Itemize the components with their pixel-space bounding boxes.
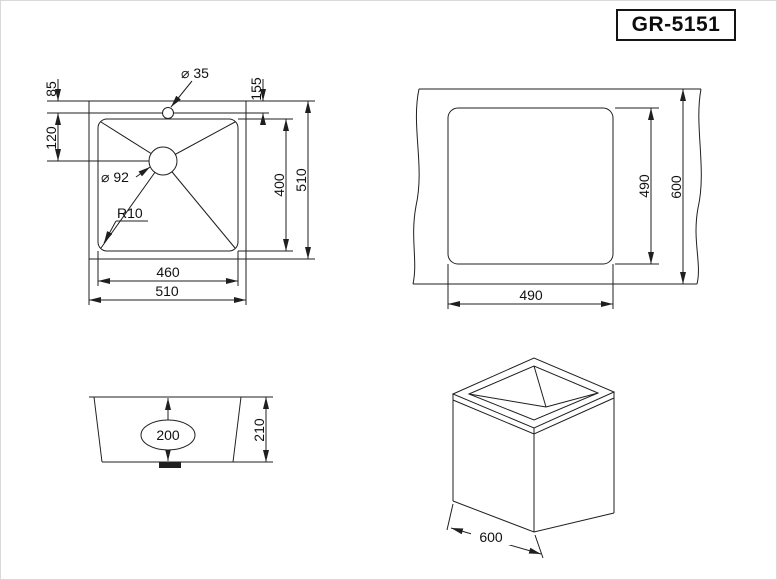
tap-hole-leader (170, 80, 193, 108)
radius-leader (103, 220, 117, 244)
drain-leader (135, 166, 151, 178)
countertop-section (412, 88, 702, 285)
dim-label-210: 210 (251, 418, 267, 442)
extension-lines (47, 100, 315, 305)
depth-balloon (140, 419, 196, 451)
dim-label-155: 155 (248, 77, 264, 101)
dim-label-600-v: 600 (668, 175, 684, 199)
sink-outer-edge (88, 100, 247, 260)
bowl-interior-lines (468, 365, 599, 408)
dim-label-490-v: 490 (636, 174, 652, 198)
dim-label-600-persp: 600 (479, 529, 503, 545)
drain-dia-label: ⌀ 92 (101, 169, 129, 185)
perspective-view: 600 (446, 357, 616, 559)
sink-bowl-edge (97, 118, 239, 252)
counter-top-face (451, 357, 616, 429)
corner-radius-label: R10 (117, 205, 143, 221)
tap-hole (162, 107, 174, 119)
cutout-hole-edge (467, 365, 600, 421)
cabinet-edges (452, 398, 615, 533)
dim-label-mask (471, 529, 511, 545)
dim-label-490-h: 490 (519, 287, 543, 303)
drain-fitting (159, 462, 181, 468)
tap-hole-dia-label: ⌀ 35 (181, 65, 209, 81)
plan-view: 85 120 ⌀ 35 155 400 510 ⌀ 92 R10 460 510 (43, 65, 315, 305)
side-view: 200 210 (89, 396, 273, 468)
cutout-view: 490 600 490 (412, 88, 702, 309)
model-number-box: GR-5151 (616, 9, 736, 41)
dim-label-510-bottom: 510 (155, 283, 179, 299)
drain-hole (148, 146, 178, 176)
dim-label-200: 200 (156, 427, 180, 443)
dim-label-510-right: 510 (293, 168, 309, 192)
dim-label-85: 85 (43, 81, 59, 97)
dim-label-460: 460 (156, 264, 180, 280)
cutout-opening (447, 107, 614, 265)
model-number: GR-5151 (631, 13, 721, 36)
dim-label-120: 120 (43, 126, 59, 150)
cutout-extension-lines (447, 107, 659, 309)
dim-label-400: 400 (271, 173, 287, 197)
bowl-diagonal-lines (100, 121, 236, 249)
sink-profile (89, 396, 246, 463)
